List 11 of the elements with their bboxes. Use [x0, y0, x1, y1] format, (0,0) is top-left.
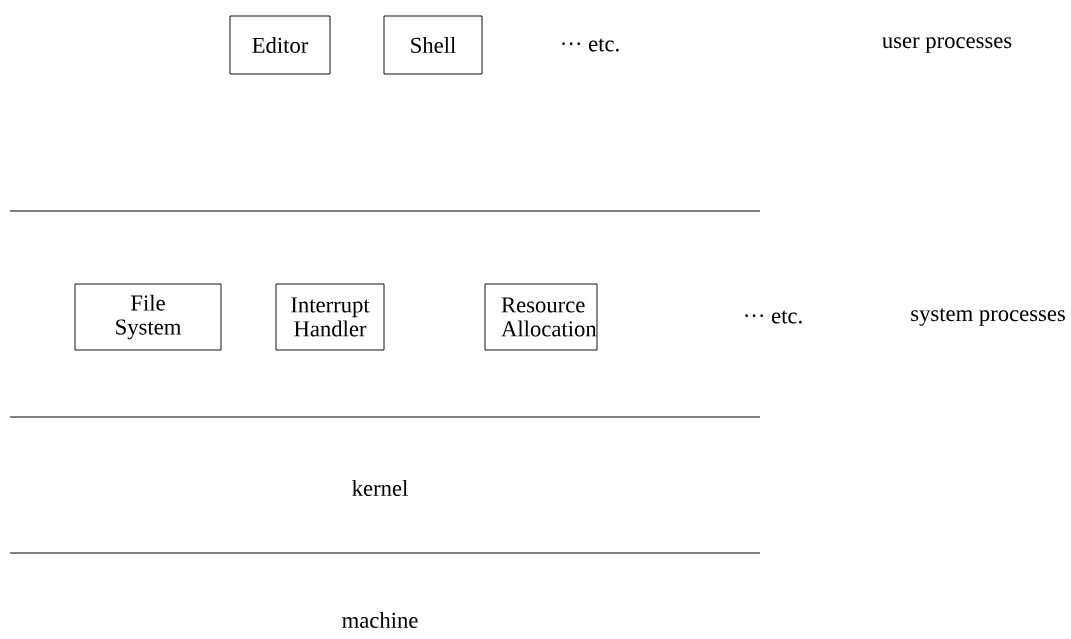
dots-label: ··· etc.: [745, 310, 802, 324]
process-box: Resource Allocation: [484, 283, 598, 351]
process-box: Editor: [229, 15, 331, 75]
dots-label: ··· etc.: [562, 38, 619, 52]
layer-label: user processes: [882, 37, 1012, 53]
process-box: File System: [74, 283, 222, 351]
layer-label: system processes: [911, 308, 1065, 326]
layer-label: machine: [342, 612, 418, 628]
layer-label: kernel: [352, 480, 408, 496]
process-box: Interrupt Handler: [275, 283, 385, 351]
process-box: Shell: [383, 15, 483, 75]
